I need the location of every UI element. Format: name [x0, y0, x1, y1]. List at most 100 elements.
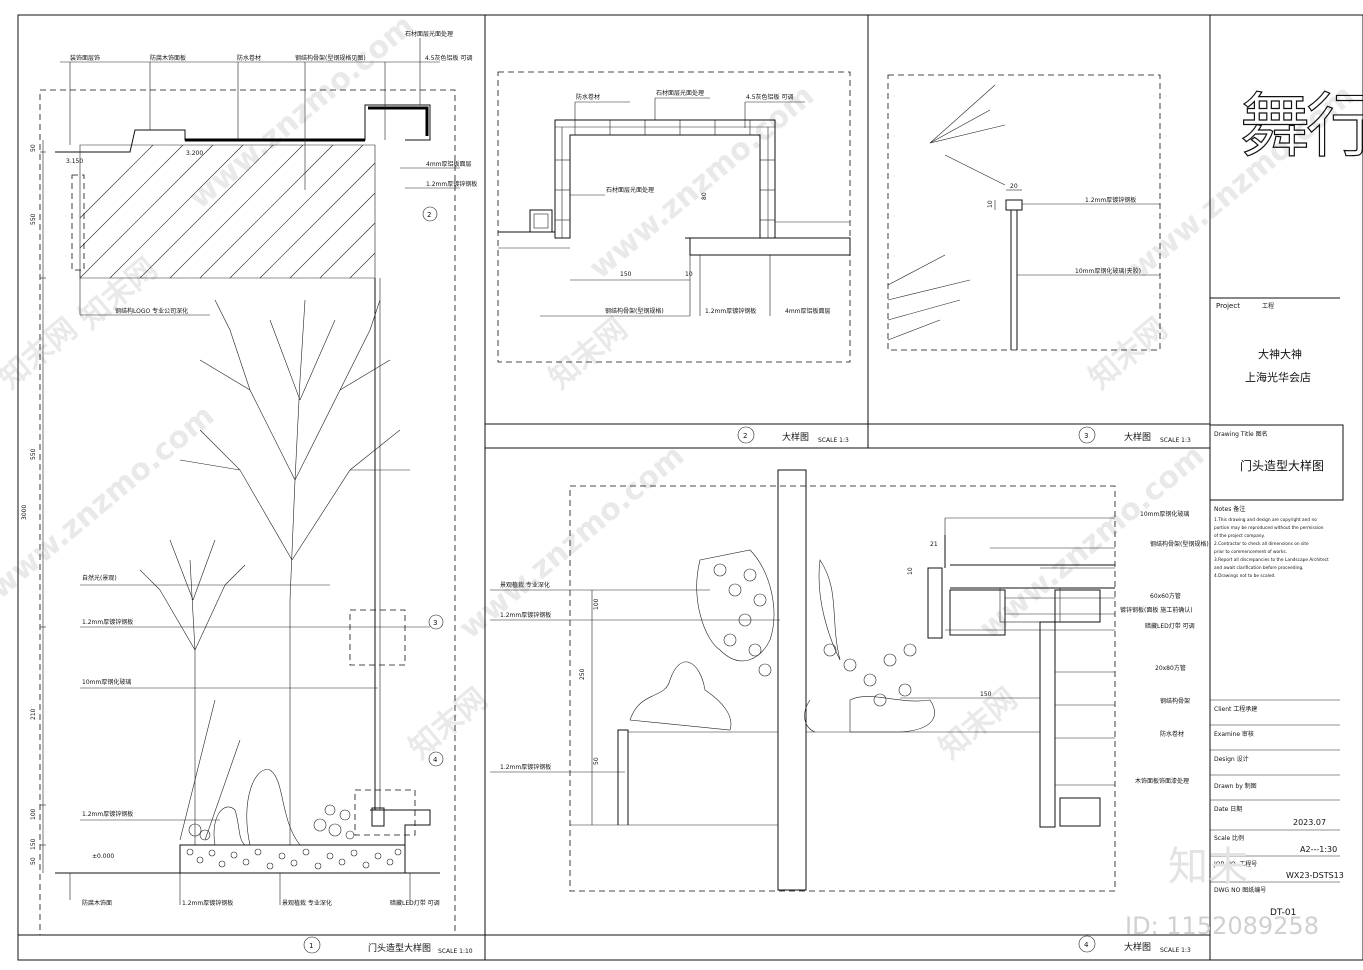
date-value: 2023.07 [1293, 818, 1326, 827]
dim-text: 250 [579, 668, 586, 680]
notes-list: 1.This drawing and design are copyright … [1214, 517, 1329, 579]
notes-line: 1.This drawing and design are copyright … [1214, 517, 1317, 523]
callout-marker-2-text: 2 [427, 211, 431, 219]
examine-label: Examine 审核 [1214, 730, 1254, 738]
detail-4-scale: SCALE 1:3 [1160, 947, 1191, 954]
watermark-site-text: www.znzmo.com [453, 438, 691, 646]
detail-1-scale: SCALE 1:10 [438, 948, 473, 955]
corner-watermark: 知末 ID: 1152089258 [1125, 844, 1319, 940]
d1-bottom-label: 防腐木饰面 [82, 899, 112, 907]
d4-left-label: 景观植栽 专业深化 [500, 581, 550, 589]
dim-text: 50 [30, 857, 37, 865]
callout-marker-3 [428, 614, 444, 630]
callout-marker-3-text: 3 [433, 619, 437, 627]
notes-line: 4.Drawings not to be scaled. [1214, 573, 1276, 579]
job-label: JOB NO. 工程号 [1213, 860, 1257, 868]
detail-4-number-circle [1078, 935, 1096, 953]
d3-label: 10mm厚钢化玻璃(夹胶) [1075, 267, 1141, 275]
d4-left-label: 1.2mm厚镀锌钢板 [500, 611, 551, 619]
d1-side-label: 钢结构LOGO 专业公司深化 [115, 307, 188, 315]
d4-right-label: 防水卷材 [1160, 730, 1184, 738]
watermark-brand-text: 知末网 [73, 251, 164, 336]
detail-2-title: 大样图 [782, 431, 809, 443]
d1-bottom-label: 暗藏LED灯带 可调 [390, 899, 440, 907]
d1-side-label: 1.2mm厚镀锌钢板 [82, 618, 133, 626]
detail-3-title: 大样图 [1124, 431, 1151, 443]
client-name: 大神大神 [1258, 347, 1302, 361]
notes-line: 3.Report all discrepancies to the Landsc… [1214, 557, 1329, 563]
d1-top-label: 防水卷材 [237, 54, 261, 62]
dim-text: 80 [701, 192, 708, 200]
scale-value: A2---1:30 [1300, 845, 1337, 854]
dim-text: 10 [987, 200, 994, 208]
d1-top-label: 石材面层光面处理 [405, 30, 453, 38]
watermark-brand-text: 知末网 [0, 311, 84, 396]
detail-3-number-circle [1078, 426, 1096, 444]
d2-label: 钢结构骨架(型钢规格) [605, 307, 664, 315]
d1-bottom-label: 景观植栽 专业深化 [282, 899, 332, 907]
d1-bottom-label: 1.2mm厚镀锌钢板 [182, 899, 233, 907]
d2-label: 防水卷材 [576, 93, 600, 101]
drawn-label: Drawn by 制图 [1214, 782, 1257, 790]
detail-3: 1.2mm厚镀锌钢板 10mm厚钢化玻璃(夹胶) 20 10 3 大样图 SCA… [887, 74, 1191, 444]
drawing-title-label: Drawing Title 图名 [1214, 430, 1268, 438]
sheet-frame [17, 14, 1363, 961]
stone-cladding-pattern [555, 120, 775, 238]
watermark-layer: 知末网 www.znzmo.com 知末网 www.znzmo.com 知末网 … [0, 8, 1361, 766]
d2-label: 4mm厚铝板面层 [785, 307, 831, 315]
dim-text: 10 [907, 567, 914, 575]
gravel-pattern [186, 848, 402, 870]
callout-zone-3 [349, 609, 406, 666]
dim-text: 550 [30, 448, 37, 460]
dim-text: 100 [593, 598, 600, 610]
d4-right-label: 10mm厚钢化玻璃 [1140, 510, 1189, 518]
job-value: WX23-DSTS13 [1286, 871, 1344, 880]
d4-right-label: 镀锌钢板(面板 施工前确认) [1120, 606, 1193, 614]
notes-line: 2.Contractor to check all dimensions on … [1214, 541, 1309, 547]
d3-label: 1.2mm厚镀锌钢板 [1085, 196, 1136, 204]
level-mark: 3.150 [66, 158, 83, 165]
d4-left-label: 1.2mm厚镀锌钢板 [500, 763, 551, 771]
detail-1-title: 门头造型大样图 [368, 942, 431, 954]
scale-label: Scale 比例 [1214, 834, 1244, 842]
dim-text: 150 [620, 271, 632, 278]
d2-label: 石材面层光面处理 [606, 186, 654, 194]
notes-line: of the project company. [1214, 533, 1265, 539]
d1-top-label: 防腐木饰面板 [150, 54, 186, 62]
level-mark: 3.200 [186, 150, 203, 157]
break-lines [887, 84, 1006, 341]
level-mark: ±0.000 [92, 853, 114, 860]
d2-label: 1.2mm厚镀锌钢板 [705, 307, 756, 315]
design-label: Design 设计 [1214, 755, 1249, 763]
dim-text: 10 [685, 271, 693, 278]
dim-text: 50 [30, 144, 37, 152]
client-label: Client 工程承建 [1214, 705, 1257, 713]
dim-text: 21 [930, 541, 938, 548]
d4-right-label: 木饰面板饰面漆处理 [1135, 777, 1189, 785]
watermark-brand-text: 知末网 [403, 681, 494, 766]
dwg-label: DWG NO 图纸编号 [1214, 886, 1266, 894]
notes-label: Notes 备注 [1214, 505, 1245, 513]
detail-3-frame [887, 74, 1161, 351]
detail-1-leaders [60, 38, 460, 905]
detail-2-number-circle [737, 426, 755, 444]
detail-1: 2 3 4 装饰面层饰 防腐木饰面板 防水卷材 钢结构骨架(型钢规格见图) 4.… [21, 30, 477, 955]
d4-right-label: 60x60方管 [1150, 592, 1181, 600]
detail-1-number: 1 [309, 942, 313, 950]
dim-text: 150 [30, 838, 37, 850]
d4-right-label: 钢结构骨架(型钢规格) [1150, 540, 1209, 548]
corner-brand: 知末 [1168, 844, 1248, 890]
dwg-value: DT-01 [1270, 908, 1296, 918]
detail-4: 10mm厚钢化玻璃 钢结构骨架(型钢规格) 60x60方管 镀锌钢板(面板 施工… [490, 469, 1209, 954]
detail-1-number-circle [303, 936, 321, 954]
d1-side-label: 10mm厚钢化玻璃 [82, 678, 131, 686]
plant-graphic [629, 549, 935, 733]
detail-4-frame [569, 485, 1116, 892]
d4-right-label: 暗藏LED灯带 可调 [1145, 622, 1195, 630]
dim-text: 210 [30, 708, 37, 720]
watermark-brand-text: 知末网 [543, 311, 634, 396]
detail-3-number: 3 [1084, 432, 1088, 440]
d2-label: 石材面层光面处理 [656, 89, 704, 97]
